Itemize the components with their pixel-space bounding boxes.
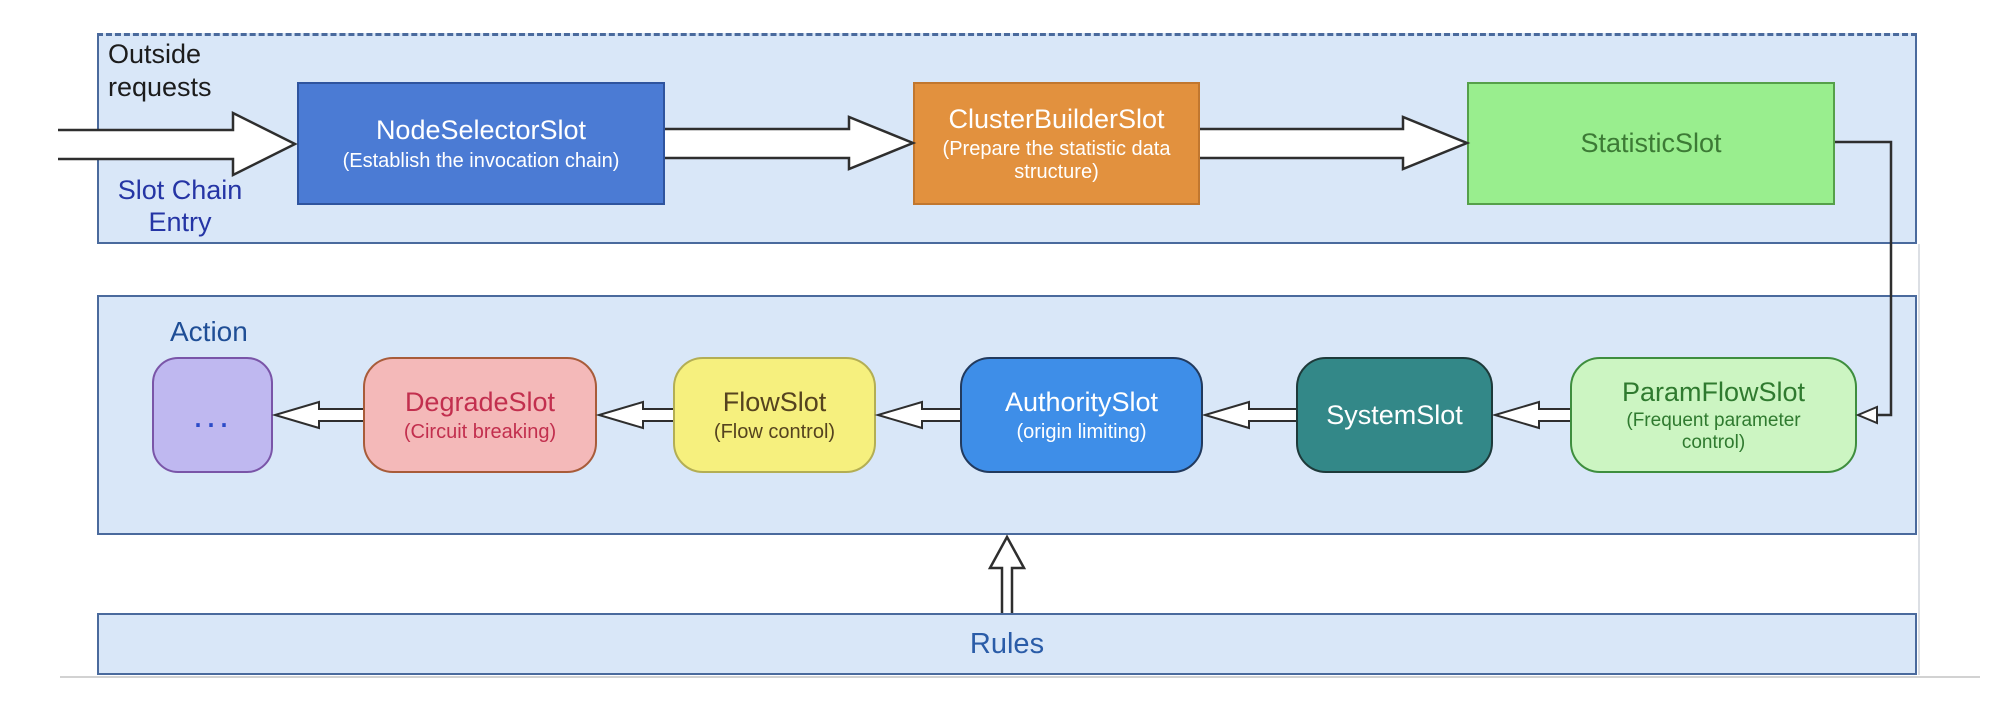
flow-slot-title: FlowSlot xyxy=(722,386,827,417)
slot-chain-entry-label: Slot Chain Entry xyxy=(100,174,260,239)
action-ellipsis-dots: ... xyxy=(192,394,232,436)
cluster-builder-slot-subtitle: (Prepare the statistic data structure) xyxy=(942,138,1171,184)
authority-slot-box: AuthoritySlot (origin limiting) xyxy=(960,357,1203,473)
action-label: Action xyxy=(170,316,248,347)
authority-slot-subtitle: (origin limiting) xyxy=(1016,421,1147,444)
page-bottom-edge xyxy=(60,676,1980,678)
outside-requests-label: Outside requests xyxy=(108,38,212,104)
cluster-builder-slot-title: ClusterBuilderSlot xyxy=(948,103,1165,134)
arrow-rules-up xyxy=(987,534,1027,613)
slot-chain-entry-line2: Entry xyxy=(148,207,212,238)
outside-requests-line2: requests xyxy=(108,71,212,102)
degrade-slot-title: DegradeSlot xyxy=(404,386,556,417)
action-ellipsis-box: ... xyxy=(152,357,273,473)
statistic-slot-title: StatisticSlot xyxy=(1580,128,1722,159)
degrade-slot-box: DegradeSlot (Circuit breaking) xyxy=(363,357,597,473)
statistic-slot-box: StatisticSlot xyxy=(1467,82,1835,205)
node-selector-slot-subtitle: (Establish the invocation chain) xyxy=(342,149,620,172)
flow-slot-subtitle: (Flow control) xyxy=(713,421,836,444)
node-selector-slot-box: NodeSelectorSlot (Establish the invocati… xyxy=(297,82,665,205)
param-flow-slot-box: ParamFlowSlot (Frequent parameter contro… xyxy=(1570,357,1857,473)
system-slot-title: SystemSlot xyxy=(1326,399,1463,430)
param-flow-slot-subtitle: (Frequent parameter control) xyxy=(1626,409,1801,453)
page-right-edge xyxy=(1918,244,1920,675)
param-flow-slot-title: ParamFlowSlot xyxy=(1621,377,1806,408)
system-slot-box: SystemSlot xyxy=(1296,357,1493,473)
flow-slot-box: FlowSlot (Flow control) xyxy=(673,357,876,473)
node-selector-slot-title: NodeSelectorSlot xyxy=(375,115,587,146)
slot-chain-entry-line1: Slot Chain xyxy=(117,175,243,205)
degrade-slot-subtitle: (Circuit breaking) xyxy=(403,421,557,444)
outside-requests-line1: Outside xyxy=(108,39,202,69)
authority-slot-title: AuthoritySlot xyxy=(1004,386,1159,417)
rules-label: Rules xyxy=(969,627,1045,660)
cluster-builder-slot-box: ClusterBuilderSlot (Prepare the statisti… xyxy=(913,82,1200,205)
rules-container: Rules xyxy=(97,613,1917,675)
